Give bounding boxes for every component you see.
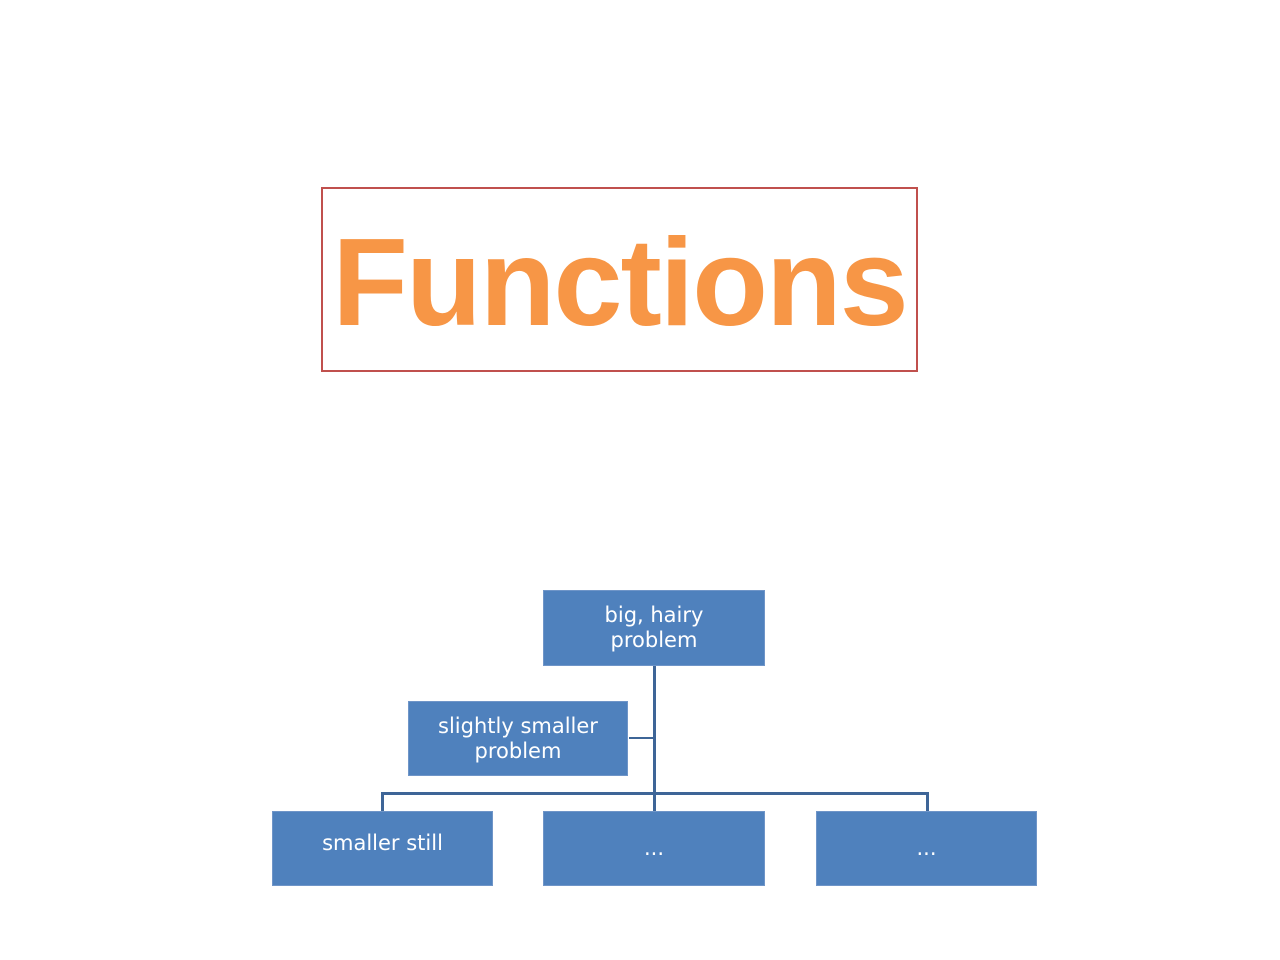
- slide-title: Functions: [332, 213, 908, 352]
- connector-leaf-1: [381, 792, 384, 811]
- root-node: big, hairy problem: [543, 590, 765, 666]
- connector-leaf-3: [926, 792, 929, 811]
- leaf-node: ...: [543, 811, 765, 886]
- title-frame: Functions: [321, 187, 918, 372]
- connector-trunk: [653, 666, 656, 811]
- leaf-node: smaller still: [272, 811, 493, 886]
- connector-child: [629, 737, 654, 739]
- child-node: slightly smaller problem: [408, 701, 628, 776]
- leaf-node: ...: [816, 811, 1037, 886]
- connector-horizontal: [381, 792, 929, 795]
